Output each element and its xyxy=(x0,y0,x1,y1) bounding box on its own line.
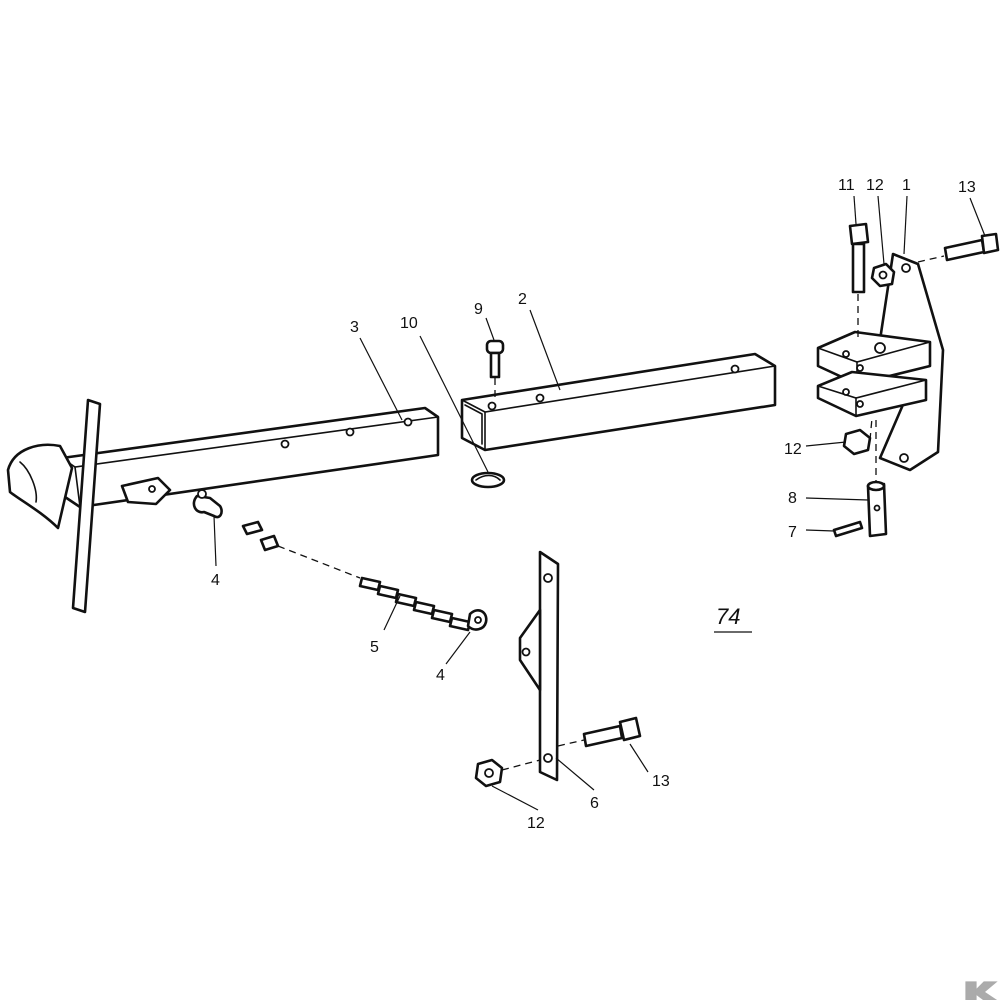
callout-6: 6 xyxy=(590,795,599,812)
callout-1: 1 xyxy=(902,177,911,194)
callout-13-bottom: 13 xyxy=(652,773,670,790)
callout-5: 5 xyxy=(370,639,379,656)
callout-2: 2 xyxy=(518,291,527,308)
part-12-nut-bottom xyxy=(474,758,541,788)
part-6-flat-bar xyxy=(518,550,560,782)
part-12-nut-top xyxy=(870,262,896,288)
figure-number-text: 74 xyxy=(716,604,740,629)
part-4-shackle-right xyxy=(466,609,488,631)
part-13-bolt-bottom xyxy=(557,716,642,748)
figure-number: 74 xyxy=(714,604,752,633)
callout-13-top: 13 xyxy=(958,179,976,196)
callout-9: 9 xyxy=(474,301,483,318)
part-4-shackle-left xyxy=(192,489,223,519)
callout-11: 11 xyxy=(838,177,855,194)
callout-4-left: 4 xyxy=(211,572,220,589)
part-11-bolt-top xyxy=(848,222,870,340)
callout-12-top: 12 xyxy=(866,177,884,194)
part-2-sleeve-tube xyxy=(460,352,777,452)
callout-4-right: 4 xyxy=(436,667,445,684)
part-8-pin xyxy=(866,420,888,538)
part-7-split-pin xyxy=(832,520,864,538)
callout-12-middle: 12 xyxy=(784,441,802,458)
callout-10: 10 xyxy=(400,315,418,332)
leader-lines xyxy=(213,195,986,811)
part-10-clip xyxy=(470,471,506,489)
callout-8: 8 xyxy=(788,490,797,507)
part-13-bolt-top xyxy=(917,232,1000,263)
corner-logo-icon xyxy=(965,981,998,1000)
part-12-nut-middle xyxy=(842,417,873,456)
part-1-bracket xyxy=(816,252,945,472)
callout-labels: 1 2 3 4 4 5 6 7 8 9 10 11 12 12 12 13 13 xyxy=(211,177,976,832)
part-9-pin xyxy=(485,339,505,400)
callout-12-bottom: 12 xyxy=(527,815,545,832)
callout-7: 7 xyxy=(788,524,797,541)
part-5-chain xyxy=(241,520,472,632)
part-3-tube-with-share xyxy=(6,398,440,614)
callout-3: 3 xyxy=(350,319,359,336)
